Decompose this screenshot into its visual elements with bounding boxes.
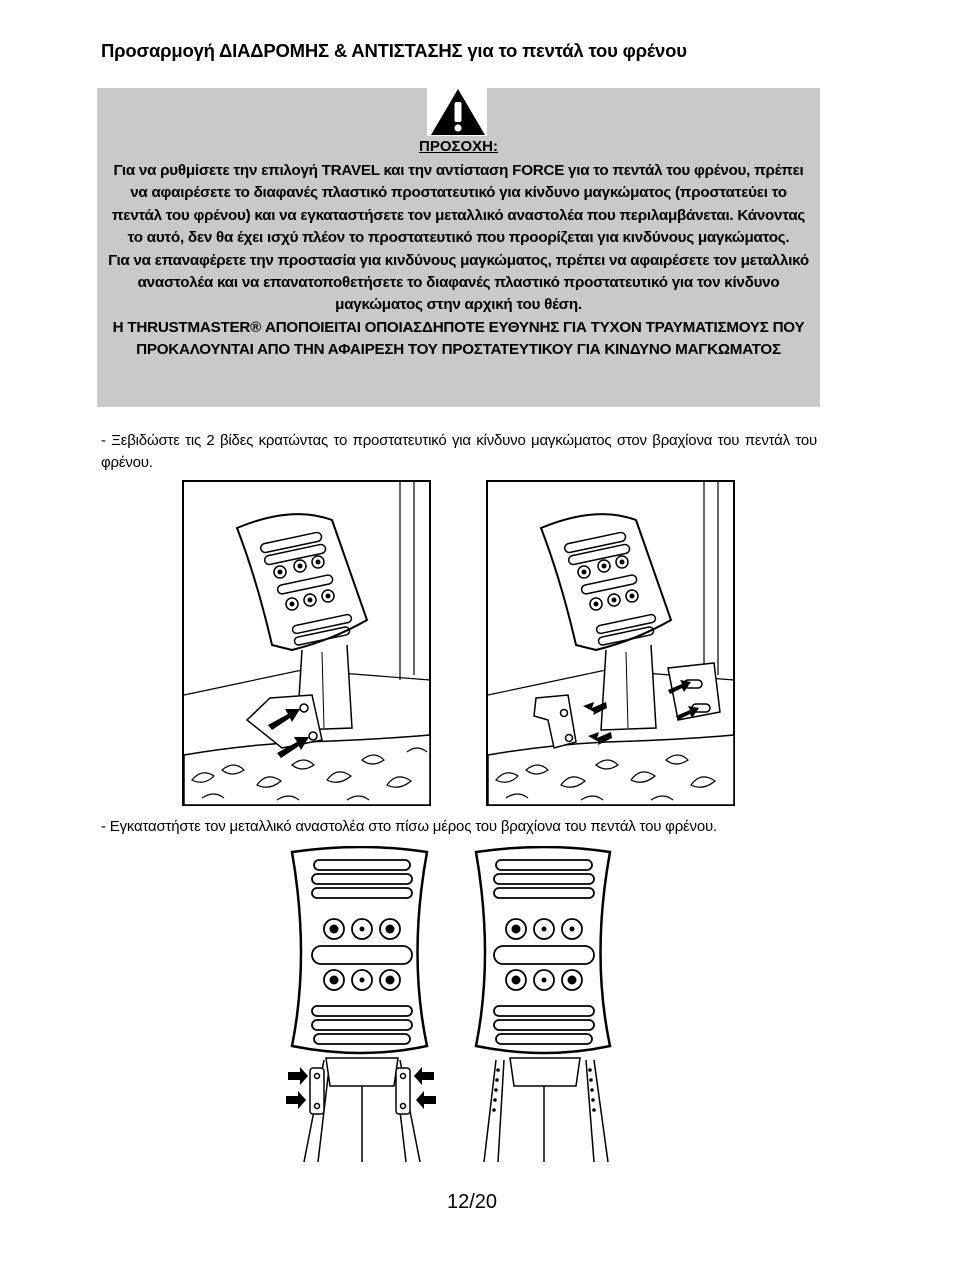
warning-triangle-icon — [431, 89, 485, 135]
warning-box — [97, 88, 820, 407]
figure-pedal-without-stopper — [474, 846, 612, 1163]
step-remove-screws: - Ξεβιδώστε τις 2 βίδες κρατώντας το προ… — [101, 432, 817, 471]
figure-guard-screws — [182, 480, 431, 806]
figure-stopper-installed — [286, 846, 436, 1163]
page-title: Προσαρμογή ΔΙΑΔΡΟΜΗΣ & ΑΝΤΙΣΤΑΣΗΣ για το… — [101, 40, 687, 61]
page-number: 12/20 — [446, 1191, 498, 1213]
warning-paragraph-1: Για να ρυθμίσετε την επιλογή TRAVEL και … — [111, 162, 806, 247]
warning-disclaimer: Η THRUSTMASTER® ΑΠΟΠΟΙΕΙΤΑΙ ΟΠΟΙΑΣΔΗΠΟΤΕ… — [112, 318, 805, 359]
figure-guard-removed — [486, 480, 735, 806]
warning-text: Για να ρυθμίσετε την επιλογή TRAVEL και … — [104, 160, 813, 362]
step-install-stopper: - Εγκαταστήστε τον μεταλλικό αναστολέα σ… — [101, 818, 717, 835]
warning-heading: ΠΡΟΣΟΧΗ: — [418, 138, 498, 155]
warning-paragraph-2: Για να επαναφέρετε την προστασία για κιν… — [108, 251, 809, 314]
